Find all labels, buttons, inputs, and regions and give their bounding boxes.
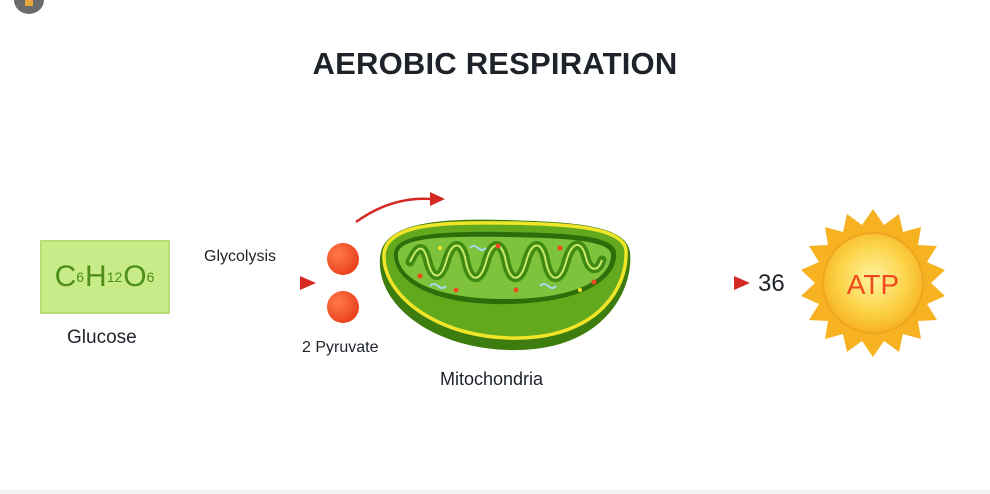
curved-arrow-icon bbox=[355, 192, 445, 224]
formula-o-sub: 6 bbox=[146, 269, 155, 285]
page-title: AEROBIC RESPIRATION bbox=[312, 46, 678, 81]
pyruvate-molecule-icon bbox=[327, 291, 359, 323]
atp-count: 36 bbox=[758, 270, 785, 297]
corner-badge-icon[interactable] bbox=[14, 0, 44, 14]
sun-icon bbox=[801, 209, 945, 357]
formula-c-sub: 6 bbox=[76, 269, 85, 285]
formula-h-sub: 12 bbox=[106, 269, 123, 285]
formula-c: C bbox=[54, 260, 77, 293]
glycolysis-arrow-icon bbox=[185, 276, 316, 290]
glucose-label: Glucose bbox=[67, 327, 137, 348]
formula-o: O bbox=[123, 260, 147, 293]
mitochondria-label: Mitochondria bbox=[440, 369, 544, 389]
atp-arrow-icon bbox=[638, 276, 750, 290]
formula-h: H bbox=[85, 260, 107, 293]
pyruvate-label: 2 Pyruvate bbox=[302, 339, 379, 356]
glycolysis-label: Glycolysis bbox=[204, 248, 277, 265]
bottom-bar bbox=[0, 490, 990, 494]
atp-label: ATP bbox=[847, 269, 899, 300]
pyruvate-molecule-icon bbox=[327, 243, 359, 275]
mitochondria-icon bbox=[379, 219, 631, 351]
